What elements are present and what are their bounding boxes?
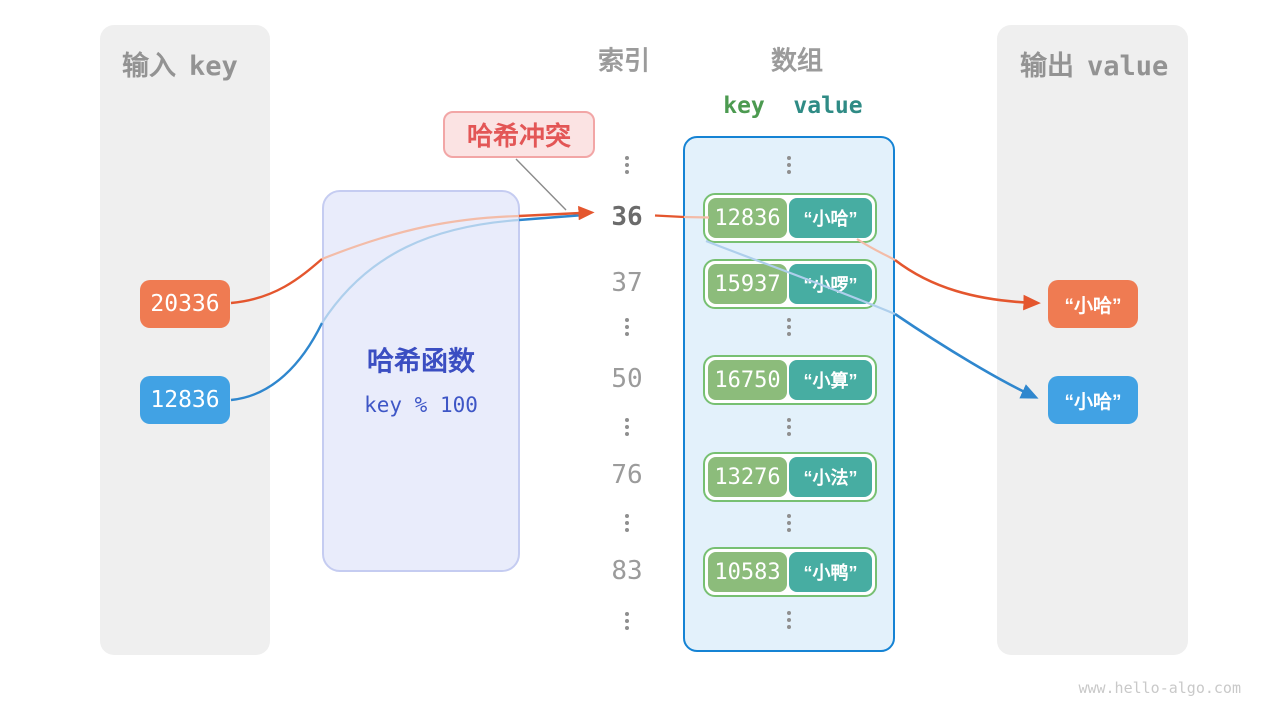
- output-panel: [997, 25, 1188, 655]
- output-value-blue: “小哈”: [1048, 376, 1138, 424]
- bucket-key: 13276: [708, 457, 787, 497]
- ellipsis-icon: [787, 418, 791, 436]
- key-column-header: key: [723, 93, 765, 119]
- output-panel-title-latin: value: [1087, 51, 1169, 82]
- index-36: 36: [611, 202, 643, 232]
- ellipsis-icon: [625, 418, 629, 436]
- ellipsis-icon: [787, 514, 791, 532]
- index-76: 76: [611, 460, 643, 490]
- ellipsis-icon: [787, 156, 791, 174]
- bucket-key: 16750: [708, 360, 787, 400]
- arrow-to-index-36: [518, 205, 595, 221]
- input-panel-title-cjk: 输入: [122, 51, 176, 81]
- array-row-83: 10583 “小鸭”: [703, 547, 877, 597]
- ellipsis-icon: [625, 514, 629, 532]
- ellipsis-icon: [625, 156, 629, 174]
- ellipsis-icon: [787, 318, 791, 336]
- hash-function-formula: key % 100: [364, 393, 478, 417]
- bucket-value: “小啰”: [789, 264, 872, 304]
- hash-function-title: 哈希函数: [367, 346, 475, 377]
- bucket-value: “小哈”: [789, 198, 872, 238]
- ellipsis-icon: [787, 611, 791, 629]
- input-panel-title-latin: key: [189, 51, 238, 82]
- bucket-value: “小鸭”: [789, 552, 872, 592]
- index-50: 50: [611, 364, 643, 394]
- input-panel: [100, 25, 270, 655]
- index-column-header: 索引: [597, 45, 651, 76]
- array-row-36: 12836 “小哈”: [703, 193, 877, 243]
- bucket-key: 15937: [708, 264, 787, 304]
- index-83: 83: [611, 556, 643, 586]
- hash-function-box: [322, 190, 520, 572]
- array-row-50: 16750 “小算”: [703, 355, 877, 405]
- bucket-key: 10583: [708, 552, 787, 592]
- output-value-orange: “小哈”: [1048, 280, 1138, 328]
- output-panel-title-cjk: 输出: [1020, 51, 1074, 81]
- bucket-value: “小算”: [789, 360, 872, 400]
- value-column-header: value: [793, 93, 863, 119]
- bucket-key: 12836: [708, 198, 787, 238]
- index-37: 37: [611, 268, 643, 298]
- website-watermark: www.hello-algo.com: [1078, 679, 1241, 697]
- array-column-header: 数组: [770, 45, 824, 76]
- array-row-76: 13276 “小法”: [703, 452, 877, 502]
- ellipsis-icon: [625, 318, 629, 336]
- bucket-value: “小法”: [789, 457, 872, 497]
- hash-collision-label: 哈希冲突: [443, 111, 595, 158]
- collision-pointer-line: [515, 158, 567, 211]
- output-panel-title: 输出 value: [1020, 44, 1168, 83]
- input-panel-title: 输入 key: [122, 44, 238, 83]
- input-key-12836: 12836: [140, 376, 230, 424]
- array-row-37: 15937 “小啰”: [703, 259, 877, 309]
- input-key-20336: 20336: [140, 280, 230, 328]
- ellipsis-icon: [625, 612, 629, 630]
